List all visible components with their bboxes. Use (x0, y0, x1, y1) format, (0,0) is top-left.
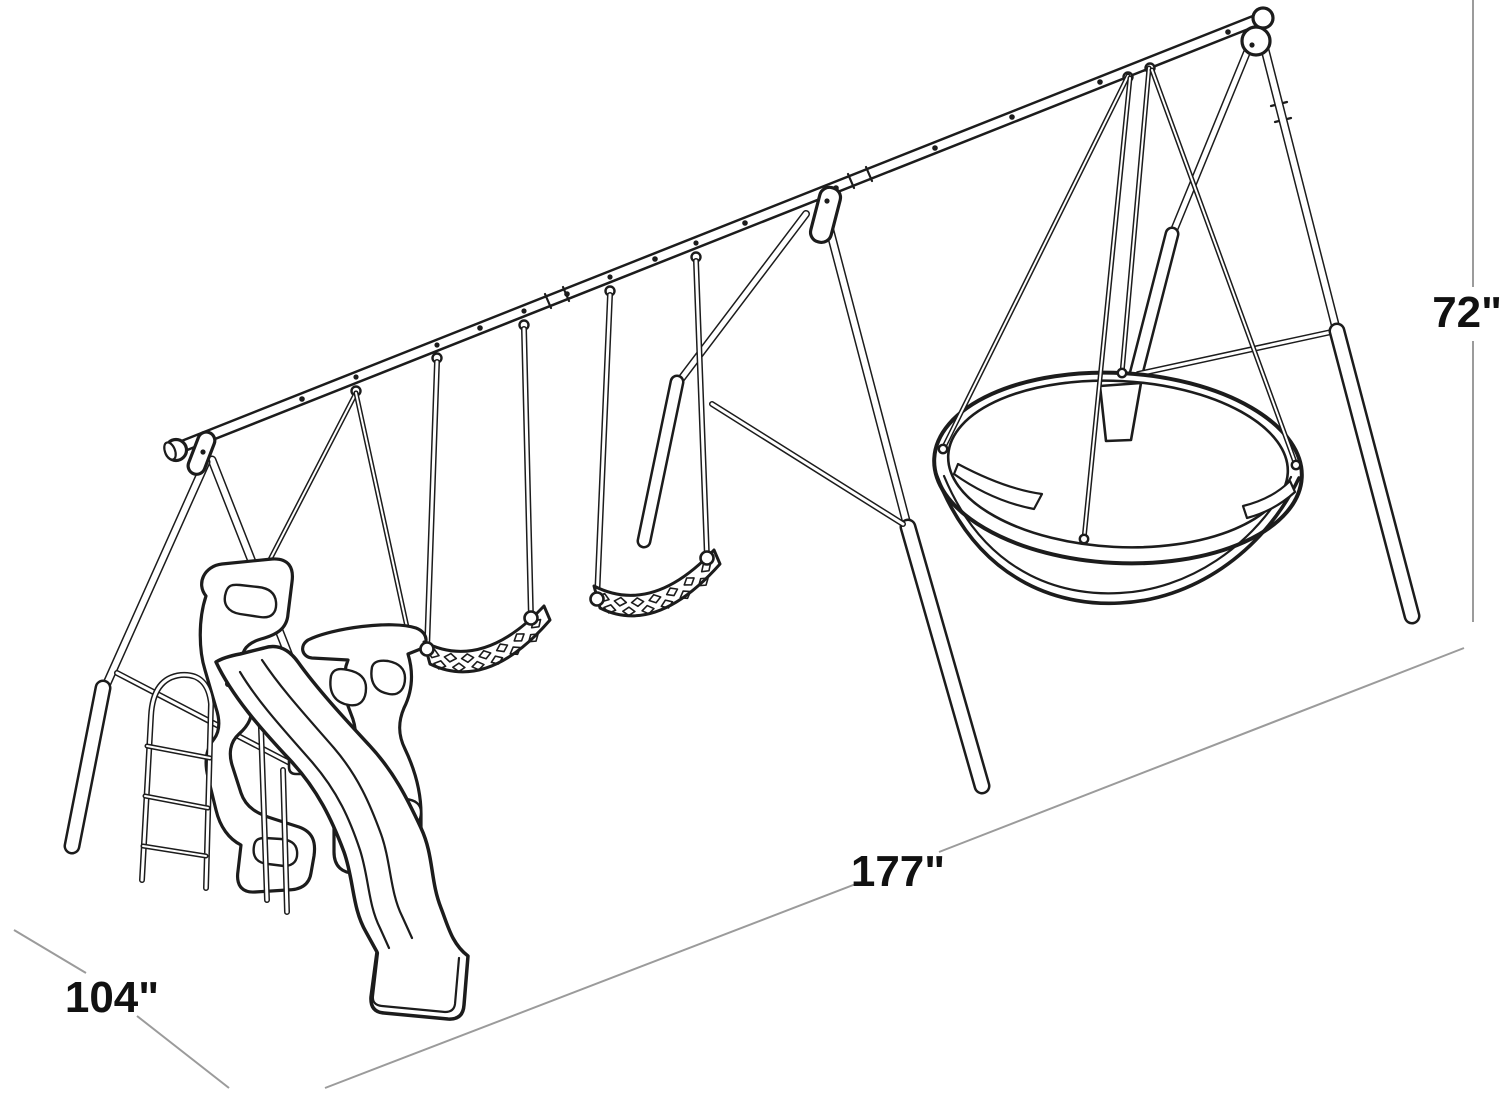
belt-swing-seat-1 (419, 604, 552, 674)
saucer-bowl-underside (934, 472, 1301, 606)
seat-clamp (699, 550, 715, 566)
middle-a-frame (636, 199, 991, 795)
seat-clamp (523, 610, 539, 626)
saucer-ropes (940, 62, 1299, 542)
belt-seat-texture (426, 618, 542, 673)
right-a-frame (1126, 33, 1421, 625)
rope-knot (937, 443, 949, 455)
top-beam (171, 11, 1269, 455)
saucer-fabric-wedge (1241, 479, 1297, 520)
length-dimension-label: 177" (851, 847, 945, 896)
rope-knot (1078, 533, 1090, 545)
saucer-fabric-wedge (952, 462, 1044, 511)
belt-swing-seat-2 (589, 548, 722, 618)
depth-dimension-label: 104" (65, 973, 159, 1022)
saucer-rim-inner (946, 379, 1290, 549)
right-apex-bracket (1240, 25, 1272, 57)
slide-exit-lip (371, 951, 461, 1014)
height-dimension-label: 72" (1432, 288, 1500, 337)
saucer-swing (932, 62, 1304, 606)
rope-knot (1116, 367, 1128, 379)
rope-knot (1290, 459, 1302, 471)
seat-clamp (589, 591, 605, 607)
middle-apex-bracket (808, 185, 843, 245)
belt-swing-2-straps (594, 251, 710, 602)
beam-joint-marks (543, 100, 1293, 310)
left-apex-hardware (163, 430, 217, 476)
slide-chute (214, 644, 470, 1021)
saucer-fabric-wedge (1098, 381, 1143, 443)
dimension-length-line (324, 647, 1465, 1089)
belt-seat-texture (596, 562, 712, 617)
beam-right-end-cap (1251, 6, 1275, 30)
dimension-depth-line (13, 929, 230, 1089)
belt-swing-1-straps (424, 319, 534, 652)
slide (214, 644, 470, 1021)
seat-clamp (419, 641, 435, 657)
middle-apex-hardware (808, 185, 843, 245)
right-apex-hardware (1240, 6, 1275, 57)
